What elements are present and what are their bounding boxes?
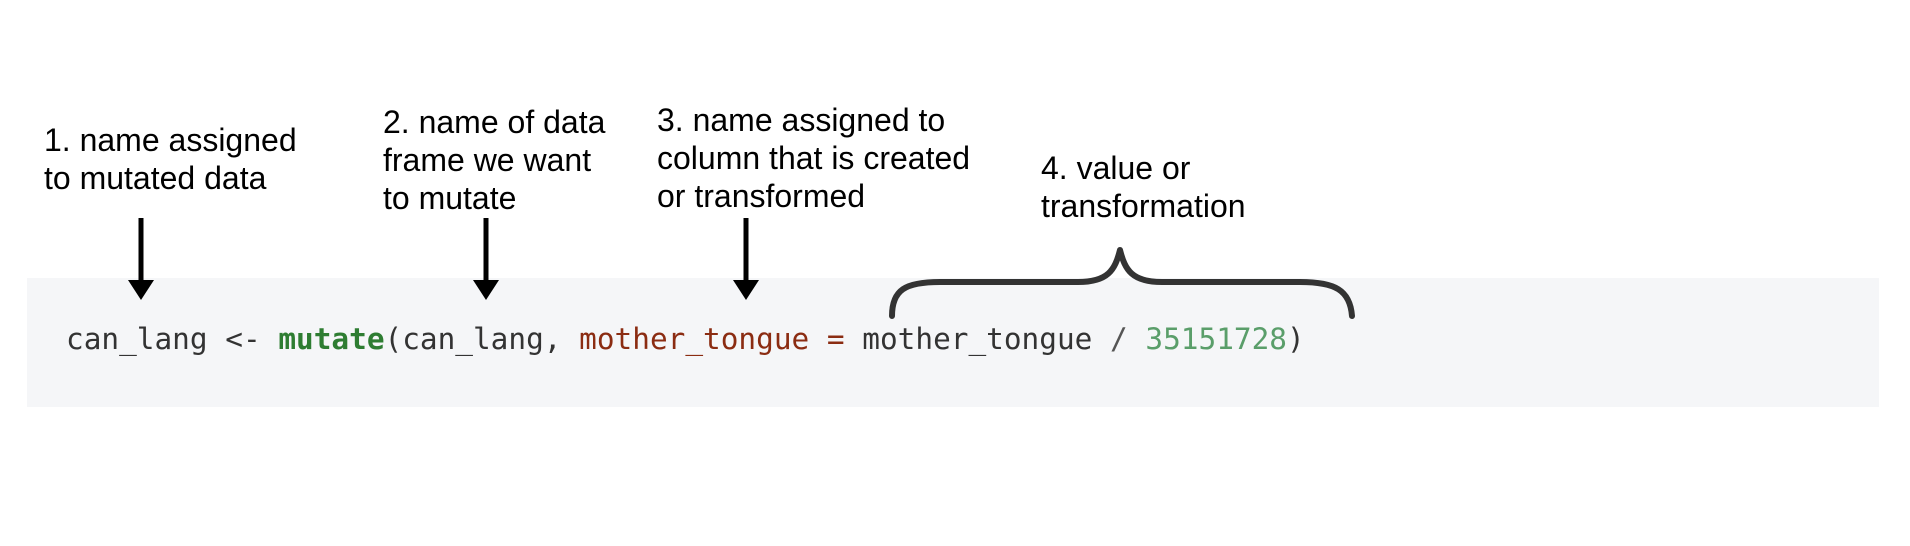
- annotation-3-line-2: column that is created: [657, 140, 971, 176]
- annotation-4-line-1: 4. value or: [1041, 150, 1191, 186]
- annotation-1-label: 1. name assigned to mutated data: [44, 121, 297, 197]
- code-token-function: mutate: [278, 322, 385, 356]
- code-token-close-paren: ): [1286, 322, 1305, 356]
- code-line: can_lang <- mutate(can_lang, mother_tong…: [66, 319, 1305, 359]
- code-token-number: 35151728: [1145, 322, 1287, 356]
- annotation-2-line-3: to mutate: [383, 180, 517, 216]
- annotation-2-line-2: frame we want: [383, 142, 592, 178]
- code-token-operator: /: [1092, 322, 1146, 356]
- annotation-3-line-1: 3. name assigned to: [657, 102, 946, 138]
- annotation-1-line-1: 1. name assigned: [44, 122, 297, 158]
- annotation-4-label: 4. value or transformation: [1041, 149, 1246, 225]
- annotation-4-line-2: transformation: [1041, 188, 1246, 224]
- annotation-3-line-3: or transformed: [657, 178, 866, 214]
- code-token-equals: =: [809, 322, 863, 356]
- annotation-1-line-2: to mutated data: [44, 160, 267, 196]
- code-token-column-name: mother_tongue: [579, 322, 810, 356]
- annotation-3-label: 3. name assigned to column that is creat…: [657, 101, 970, 215]
- code-token-data-arg: (can_lang,: [384, 322, 580, 356]
- annotation-2-label: 2. name of data frame we want to mutate: [383, 103, 605, 217]
- annotation-2-line-1: 2. name of data: [383, 104, 606, 140]
- code-token-assignee: can_lang <-: [66, 322, 279, 356]
- code-token-column-ref: mother_tongue: [862, 322, 1093, 356]
